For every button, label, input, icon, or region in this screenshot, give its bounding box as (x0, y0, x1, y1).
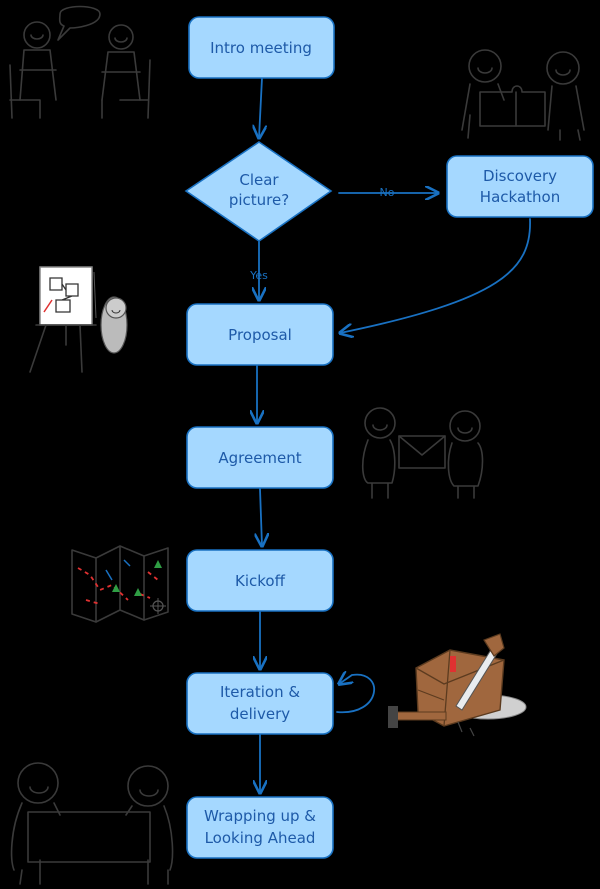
node-clear-picture: Clear picture? (184, 141, 333, 242)
node-intro-meeting: Intro meeting (188, 16, 335, 79)
node-discovery-label-1: Discovery (483, 167, 557, 185)
node-intro-label: Intro meeting (210, 39, 312, 57)
two-people-talking-icon (9, 5, 151, 119)
edge-discovery-to-proposal (340, 218, 531, 333)
node-agreement: Agreement (186, 426, 334, 489)
node-wrap-label-2: Looking Ahead (205, 829, 316, 847)
edge-label-yes: Yes (249, 269, 268, 282)
folded-map-icon (71, 545, 169, 623)
node-iteration-label-2: delivery (230, 705, 290, 723)
edge-iteration-loop (337, 675, 375, 713)
edge-agreement-to-kickoff (260, 488, 262, 546)
node-kickoff: Kickoff (186, 549, 334, 612)
node-discovery-hackathon: Discovery Hackathon (446, 155, 594, 218)
node-clear-label-1: Clear (239, 171, 279, 189)
node-kickoff-label: Kickoff (235, 572, 286, 590)
node-iteration-label-1: Iteration & (220, 683, 300, 701)
node-agreement-label: Agreement (218, 449, 301, 467)
node-iteration-delivery: Iteration & delivery (186, 672, 334, 735)
node-wrap-label-1: Wrapping up & (204, 807, 316, 825)
people-holding-banner-icon (10, 762, 174, 885)
edge-intro-to-clear (259, 77, 262, 138)
toolbox-saw-hammer-icon (388, 633, 527, 737)
people-exchanging-envelope-icon (361, 407, 484, 499)
edge-label-no: No (380, 186, 395, 199)
flipchart-presentation-icon (29, 266, 128, 373)
node-clear-label-2: picture? (229, 191, 289, 209)
node-wrapping-up: Wrapping up & Looking Ahead (186, 796, 334, 859)
people-fitting-puzzle-icon (461, 49, 585, 141)
node-discovery-label-2: Hackathon (480, 188, 560, 206)
node-proposal-label: Proposal (228, 326, 292, 344)
node-proposal: Proposal (186, 303, 334, 366)
